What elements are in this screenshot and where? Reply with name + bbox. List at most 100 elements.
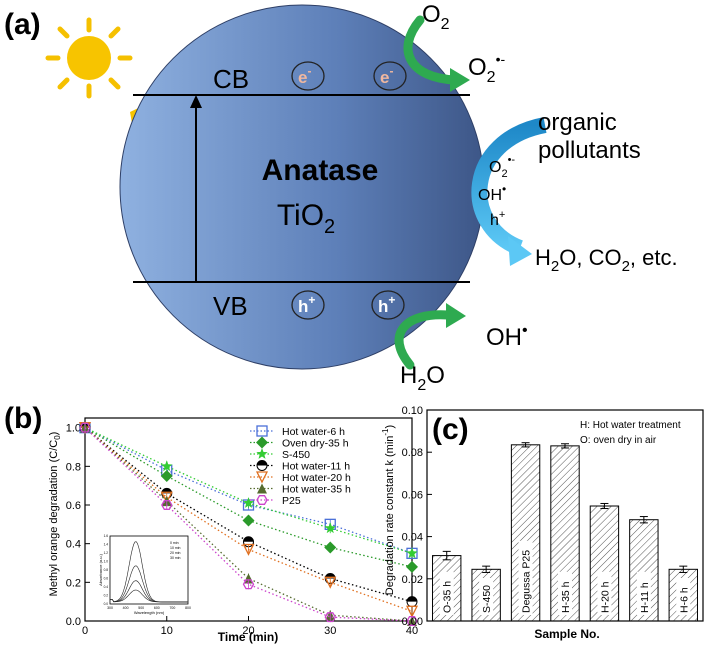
- b-inset-ytick: 0.2: [104, 594, 109, 598]
- o2-radical-label: O2•-: [468, 51, 505, 86]
- b-inset-xlabel: Wavelength (nm): [134, 610, 165, 615]
- electron-1: e-: [291, 61, 325, 91]
- b-inset-ytick: 1.6: [104, 534, 109, 538]
- b-inset-legend: 30 min: [170, 556, 181, 560]
- b-legend-label: Hot water-20 h: [282, 472, 351, 484]
- b-data-point: [406, 616, 418, 626]
- b-legend-marker: [256, 495, 268, 505]
- react-oh-radical: OH•: [478, 182, 506, 204]
- b-inset-xtick: 600: [154, 606, 160, 610]
- b-inset-xtick: 400: [123, 606, 129, 610]
- b-data-point: [160, 470, 173, 482]
- panel-a-label: (a): [4, 8, 41, 41]
- b-data-point: [324, 541, 337, 554]
- b-inset-ytick: 0.4: [104, 585, 109, 589]
- b-legend-marker: [256, 436, 268, 449]
- products-label: H2O, CO2, etc.: [535, 245, 678, 275]
- panel-c-label: (c): [432, 413, 469, 446]
- b-data-point: [324, 576, 337, 589]
- b-xtick-label: 20: [242, 625, 254, 637]
- b-ytick-label: 0.0: [66, 616, 81, 628]
- c-ylabel: Degradation rate constant k (min-1): [381, 425, 396, 595]
- electron-2: e-: [373, 61, 407, 91]
- c-bar: [629, 519, 659, 622]
- b-inset-legend: 10 min: [170, 546, 181, 550]
- b-inset-xtick: 800: [185, 606, 191, 610]
- b-inset-ytick: 1.0: [104, 560, 109, 564]
- b-inset-xtick: 300: [107, 606, 113, 610]
- b-legend-marker-fill: [257, 460, 267, 466]
- b-data-point: [161, 460, 173, 472]
- b-data-point: [160, 491, 173, 504]
- c-ytick-label: 0.00: [402, 616, 423, 628]
- anatase-label: Anatase: [262, 154, 379, 187]
- b-ytick-label: 0.6: [66, 500, 81, 512]
- b-xtick-label: 0: [82, 625, 88, 637]
- b-series-line: [84, 427, 413, 554]
- c-bar-label: S-450: [481, 585, 493, 613]
- b-legend-label: S-450: [282, 449, 310, 461]
- b-inset-xtick: 700: [169, 606, 175, 610]
- b-inset-ytick: 0.8: [104, 568, 109, 572]
- b-data-point: [242, 543, 255, 556]
- c-ytick-label: 0.10: [402, 405, 423, 417]
- c-bar-label: H-6 h: [678, 587, 690, 613]
- b-inset-xtick: 500: [138, 606, 144, 610]
- b-legend-label: Hot water-11 h: [282, 461, 350, 473]
- c-bar-label-bg: [518, 540, 533, 615]
- b-series-line: [84, 427, 413, 622]
- b-xtick-label: 40: [406, 625, 418, 637]
- c-note-1: H: Hot water treatment: [580, 420, 681, 431]
- o2-label: O2: [422, 1, 450, 33]
- b-ytick-label: 0.8: [66, 461, 81, 473]
- vb-label: VB: [213, 291, 248, 321]
- b-inset-ytick: 1.2: [104, 551, 109, 555]
- b-data-point: [324, 612, 337, 623]
- c-bar-label: O-35 h: [442, 581, 454, 613]
- c-ytick-label: 0.04: [402, 532, 423, 544]
- svg-text:h+: h+: [378, 293, 395, 316]
- c-bar-label: H-11 h: [639, 582, 651, 613]
- c-bar-label-bg: [676, 578, 691, 615]
- c-ytick-label: 0.06: [402, 489, 423, 501]
- c-bar-label-bg: [597, 571, 612, 615]
- b-legend-label: P25: [282, 495, 301, 507]
- b-legend-label: Oven dry-35 h: [282, 438, 349, 450]
- b-data-point: [406, 560, 418, 573]
- o2-reduction-arrowhead: [450, 68, 470, 92]
- c-bar-label: H-20 h: [599, 581, 611, 613]
- react-o2-radical: O2•-: [489, 154, 515, 180]
- b-data-point: [406, 547, 418, 559]
- react-hole: h+: [490, 209, 505, 229]
- b-inset-legend: 0 min: [170, 541, 179, 545]
- b-legend-marker: [256, 460, 268, 471]
- degradation-arrowhead: [508, 236, 532, 266]
- svg-text:h+: h+: [298, 293, 315, 316]
- water-oxidation-arrowhead: [446, 303, 466, 328]
- b-legend-label: Hot water-6 h: [282, 426, 345, 438]
- c-bar-label: Degussa P25: [521, 550, 533, 613]
- b-data-point: [161, 500, 173, 510]
- b-inset-curve: [110, 589, 188, 603]
- b-data-point: [242, 579, 255, 590]
- b-data-point-fill: [407, 596, 417, 602]
- b-inset-ytick: 0.6: [104, 577, 109, 581]
- b-xtick-label: 30: [324, 625, 336, 637]
- cb-label: CB: [213, 64, 249, 94]
- b-data-point: [405, 605, 419, 618]
- panel-b-label: (b): [4, 402, 43, 435]
- hole-1: h+: [291, 290, 325, 320]
- water-oxidation-arrow: [394, 310, 453, 370]
- svg-text:e-: e-: [380, 64, 393, 87]
- b-inset-ylabel: Absorbance (a.u.): [98, 553, 103, 585]
- c-ytick-label: 0.02: [402, 574, 423, 586]
- c-bar-label-bg: [479, 578, 494, 615]
- b-legend-marker: [256, 448, 268, 459]
- excitation-arrowhead: [190, 95, 202, 108]
- b-inset-legend: 20 min: [170, 551, 181, 555]
- oh-label: OH•: [486, 322, 528, 351]
- b-xtick-label: 10: [161, 625, 173, 637]
- c-bar-label: H-35 h: [560, 581, 572, 613]
